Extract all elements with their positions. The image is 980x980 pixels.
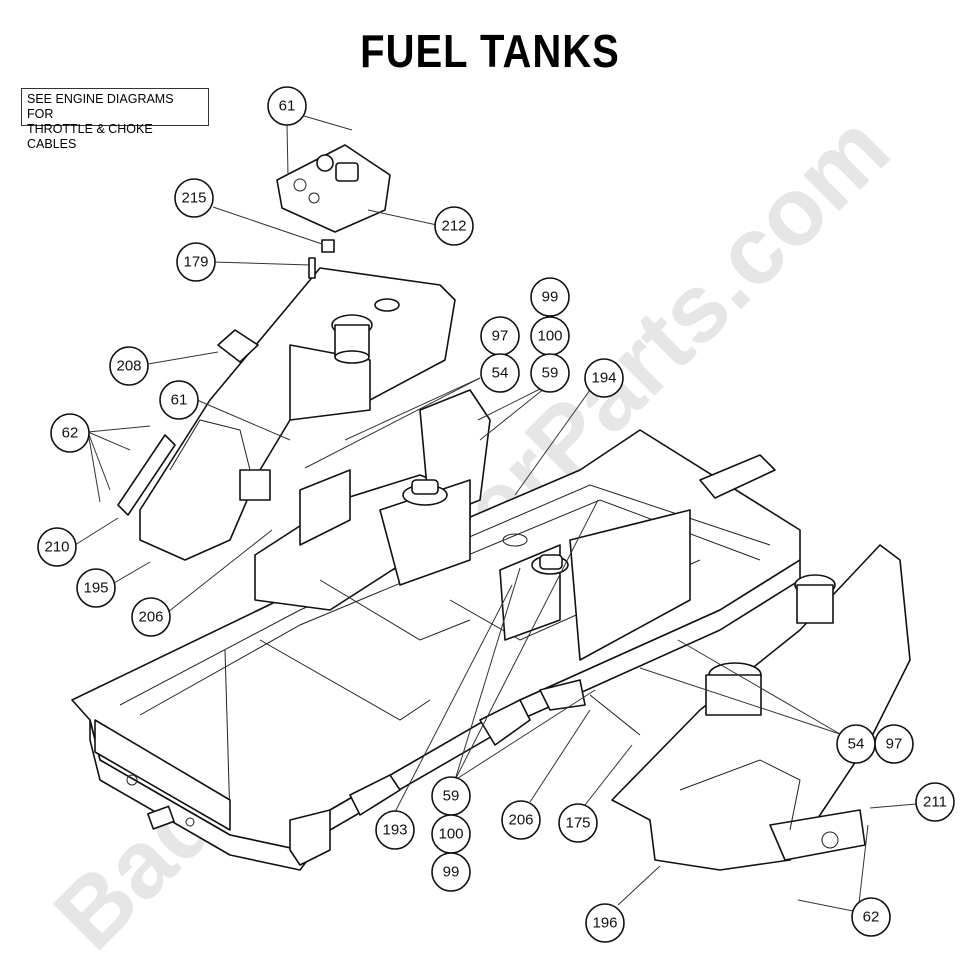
callout: 62 [50, 413, 90, 453]
callout: 212 [434, 206, 474, 246]
callout: 179 [176, 242, 216, 282]
callout-label: 193 [382, 822, 407, 839]
callout-label: 97 [886, 736, 903, 753]
callout: 193 [375, 810, 415, 850]
callout-label: 100 [438, 826, 463, 843]
callout-label: 54 [848, 736, 865, 753]
callout-label: 212 [441, 218, 466, 235]
note-box: SEE ENGINE DIAGRAMS FOR THROTTLE & CHOKE… [21, 88, 209, 151]
callout-label: 61 [279, 98, 296, 115]
throttle-plate [217, 144, 391, 363]
callout: 208 [109, 346, 149, 386]
note-line-2: THROTTLE & CHOKE CABLES [27, 122, 153, 151]
callout-label: 210 [44, 539, 69, 556]
callout-label: 211 [923, 794, 947, 811]
callout-label: 59 [542, 365, 559, 382]
callout: 196 [585, 903, 625, 943]
callout-label: 194 [591, 370, 616, 387]
callout-label: 99 [542, 289, 559, 306]
callout-label: 62 [863, 909, 880, 926]
callout-label: 196 [592, 915, 617, 932]
callout: 97 [480, 316, 520, 356]
callout-label: 195 [83, 580, 108, 597]
callout-label: 99 [443, 864, 460, 881]
callout-label: 54 [492, 365, 509, 382]
leader-lines [74, 115, 917, 913]
callout: 210 [37, 527, 77, 567]
callout-label: 61 [171, 392, 188, 409]
note-line-1: SEE ENGINE DIAGRAMS FOR [27, 92, 174, 121]
callout: 61 [159, 380, 199, 420]
callout-label: 62 [62, 425, 79, 442]
callout: 194 [584, 358, 624, 398]
callout: 100 [431, 814, 471, 854]
callout: 59 [530, 353, 570, 393]
callout-label: 215 [181, 190, 206, 207]
callout: 61 [267, 86, 307, 126]
page-title: FUEL TANKS [360, 26, 620, 78]
mower-frame [71, 389, 801, 871]
callout: 195 [76, 568, 116, 608]
callout-label: 175 [565, 815, 590, 832]
callout-label: 97 [492, 328, 509, 345]
callout-label: 59 [443, 788, 460, 805]
callout: 97 [874, 724, 914, 764]
callout: 59 [431, 776, 471, 816]
callout: 211 [915, 782, 955, 822]
callout: 99 [431, 852, 471, 892]
callout-label: 206 [508, 812, 533, 829]
callout: 62 [851, 897, 891, 937]
callout: 100 [530, 316, 570, 356]
callout: 206 [131, 597, 171, 637]
left-fuel-tank [117, 267, 456, 561]
callout: 54 [480, 353, 520, 393]
callout: 215 [174, 178, 214, 218]
callout-label: 208 [116, 358, 141, 375]
callout: 99 [530, 277, 570, 317]
callout-label: 206 [138, 609, 163, 626]
callout: 175 [558, 803, 598, 843]
callout-label: 100 [537, 328, 562, 345]
callout: 206 [501, 800, 541, 840]
callout: 54 [836, 724, 876, 764]
callout-label: 179 [183, 254, 208, 271]
